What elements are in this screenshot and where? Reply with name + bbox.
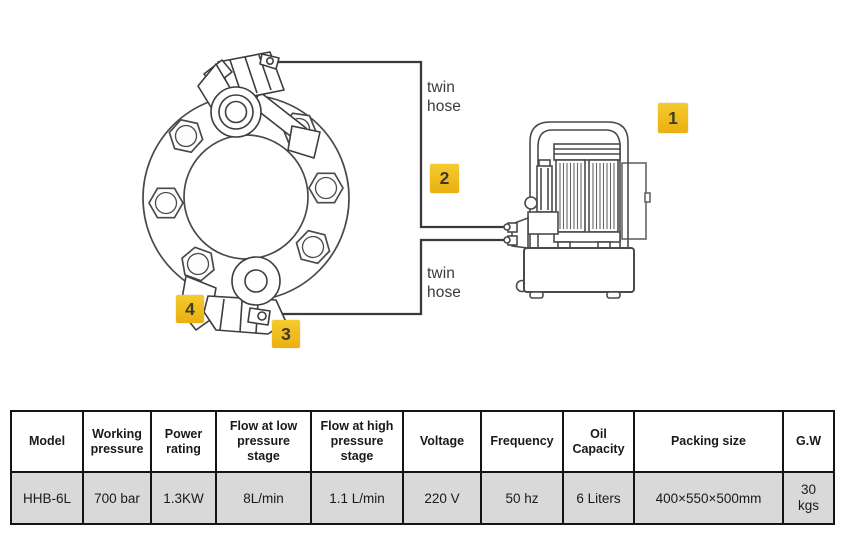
value-gw: 30 kgs xyxy=(782,471,835,525)
table-header-row: Model Working pressure Power rating Flow… xyxy=(10,410,835,473)
value-packing-size: 400×550×500mm xyxy=(633,471,784,525)
value-power-rating: 1.3KW xyxy=(150,471,217,525)
header-frequency: Frequency xyxy=(480,410,564,473)
value-gw-text: 30 kgs xyxy=(797,482,819,513)
hose-line-top xyxy=(278,60,512,229)
nut-splitter-top xyxy=(197,51,321,159)
value-flow-high: 1.1 L/min xyxy=(310,471,404,525)
header-model: Model xyxy=(10,410,84,473)
callout-4: 4 xyxy=(176,295,204,323)
twin-hose-label-bottom: twin hose xyxy=(427,265,462,301)
callout-1: 1 xyxy=(658,103,688,133)
value-working-pressure: 700 bar xyxy=(82,471,152,525)
callout-3: 3 xyxy=(272,320,300,348)
header-gw: G.W xyxy=(782,410,835,473)
value-flow-low: 8L/min xyxy=(215,471,312,525)
callout-2: 2 xyxy=(430,164,459,193)
header-flow-low: Flow at low pressure stage xyxy=(215,410,312,473)
spec-table: Model Working pressure Power rating Flow… xyxy=(10,410,835,525)
value-oil-capacity: 6 Liters xyxy=(562,471,635,525)
motor-fins xyxy=(555,159,619,233)
pump-illustration xyxy=(503,121,651,299)
value-model: HHB-6L xyxy=(10,471,84,525)
value-voltage: 220 V xyxy=(402,471,482,525)
header-oil-capacity: Oil Capacity xyxy=(562,410,635,473)
header-packing-size: Packing size xyxy=(633,410,784,473)
twin-hose-label-top: twin hose xyxy=(427,79,462,115)
header-flow-high: Flow at high pressure stage xyxy=(310,410,404,473)
hydraulic-system-diagram xyxy=(142,51,651,335)
table-data-row: HHB-6L 700 bar 1.3KW 8L/min 1.1 L/min 22… xyxy=(10,471,835,525)
value-frequency: 50 hz xyxy=(480,471,564,525)
hose-line-bottom xyxy=(262,238,512,316)
header-power-rating: Power rating xyxy=(150,410,217,473)
header-working-pressure: Working pressure xyxy=(82,410,152,473)
header-voltage: Voltage xyxy=(402,410,482,473)
